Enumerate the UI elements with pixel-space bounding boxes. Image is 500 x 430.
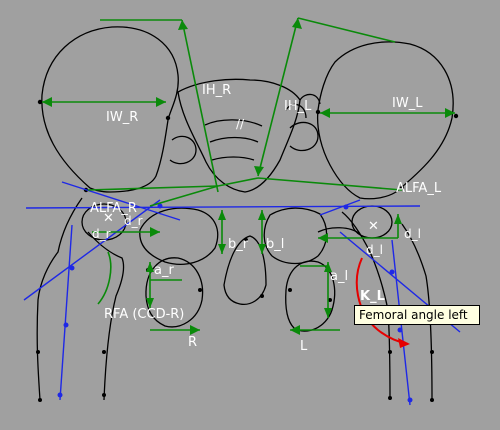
- femur-left: [341, 211, 433, 401]
- acetabular-line-left: [319, 199, 361, 216]
- femoral-angle-left-arc: [355, 257, 410, 348]
- label-b-r: b_r: [228, 237, 249, 252]
- label-d-r: d_r: [124, 214, 143, 228]
- center-marker-left[interactable]: ✕: [368, 219, 379, 234]
- bone-outlines: [36, 26, 454, 401]
- pubis-left: [263, 207, 328, 265]
- ih-left-line: [257, 17, 299, 177]
- pubis-right: [139, 207, 219, 265]
- label-a-r: a_r: [154, 263, 174, 278]
- acetabular-line-right: [61, 181, 181, 221]
- ih-right-line: [181, 19, 219, 193]
- iliac-wing-left: [316, 41, 454, 200]
- femoral-neck-axis-right: [23, 199, 161, 301]
- green-measures: [42, 17, 455, 335]
- label-rfa: RFA (CCD-R): [104, 307, 184, 322]
- pelvis-mark: //: [236, 117, 245, 131]
- label-iw-l: IW_L: [392, 96, 423, 111]
- center-marker-right[interactable]: ✕: [103, 211, 114, 226]
- label-k-l: K_L: [360, 289, 385, 304]
- hilgenreiner-line: [25, 205, 421, 209]
- iliac-wing-right: [41, 26, 179, 193]
- label-d-l: d_l: [366, 243, 383, 257]
- label-alfa-r: ALFA_R: [90, 201, 137, 216]
- blue-axes: [23, 181, 461, 406]
- label-a-l: a_l: [330, 269, 348, 284]
- femoral-angle-tooltip: Femoral angle left: [354, 305, 480, 325]
- label-d-r-2: d_r: [92, 227, 111, 241]
- label-b-l: b_l: [266, 237, 284, 252]
- label-ih-r: IH_R: [202, 83, 231, 98]
- label-iw-r: IW_R: [106, 110, 138, 125]
- blue-dots: [57, 203, 413, 403]
- sacrum: [177, 78, 301, 193]
- label-d-l-2: d_l: [404, 227, 421, 241]
- label-l: L: [300, 339, 308, 354]
- femur-right: [36, 197, 125, 401]
- label-ih-l: IH_L: [284, 99, 312, 114]
- label-alfa-l: ALFA_L: [396, 181, 442, 196]
- femoral-shaft-axis-right: [59, 224, 73, 401]
- label-r: R: [188, 335, 197, 350]
